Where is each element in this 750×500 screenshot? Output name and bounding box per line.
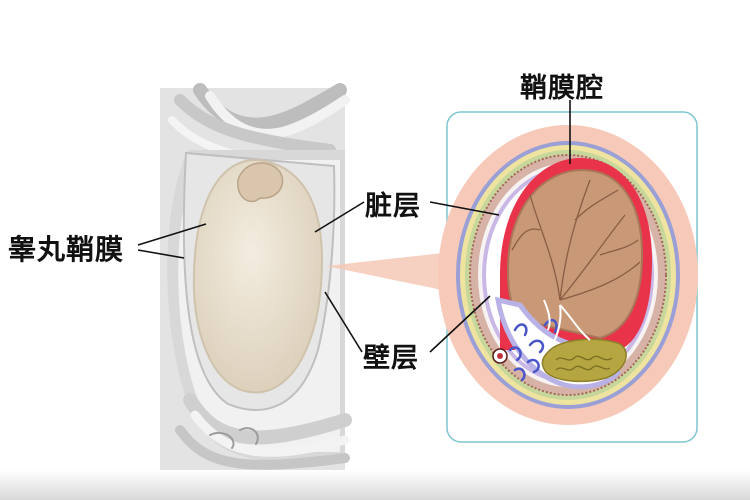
- epididymis-body: [541, 338, 627, 383]
- label-visceral-layer: 脏层: [365, 191, 421, 222]
- epididymis-coils: [555, 355, 613, 371]
- label-vaginal-cavity: 鞘膜腔: [520, 73, 604, 104]
- leader-lines: [137, 100, 571, 353]
- leader-tunica-lower: [137, 249, 185, 259]
- testis-body: [192, 158, 324, 394]
- bottom-fade: [0, 470, 750, 500]
- zoom-beam: [326, 252, 452, 292]
- label-tunica-vaginalis: 睾丸鞘膜: [8, 233, 125, 266]
- efferent-ducts: [543, 299, 591, 346]
- leader-parietal-left: [324, 291, 363, 353]
- septa: [511, 179, 641, 301]
- leader-parietal-right: [429, 295, 491, 353]
- testis-illustration: [160, 83, 352, 470]
- tubules: [508, 318, 558, 382]
- leader-visceral-left: [314, 201, 365, 233]
- leader-visceral-right: [429, 201, 500, 216]
- lower-bands: [175, 393, 352, 470]
- epididymis-head: [237, 162, 284, 203]
- vessel-dot: [497, 353, 503, 359]
- leader-tunica-upper: [137, 223, 207, 246]
- cross-section-panel: [438, 111, 698, 443]
- label-parietal-layer: 壁层: [363, 343, 419, 374]
